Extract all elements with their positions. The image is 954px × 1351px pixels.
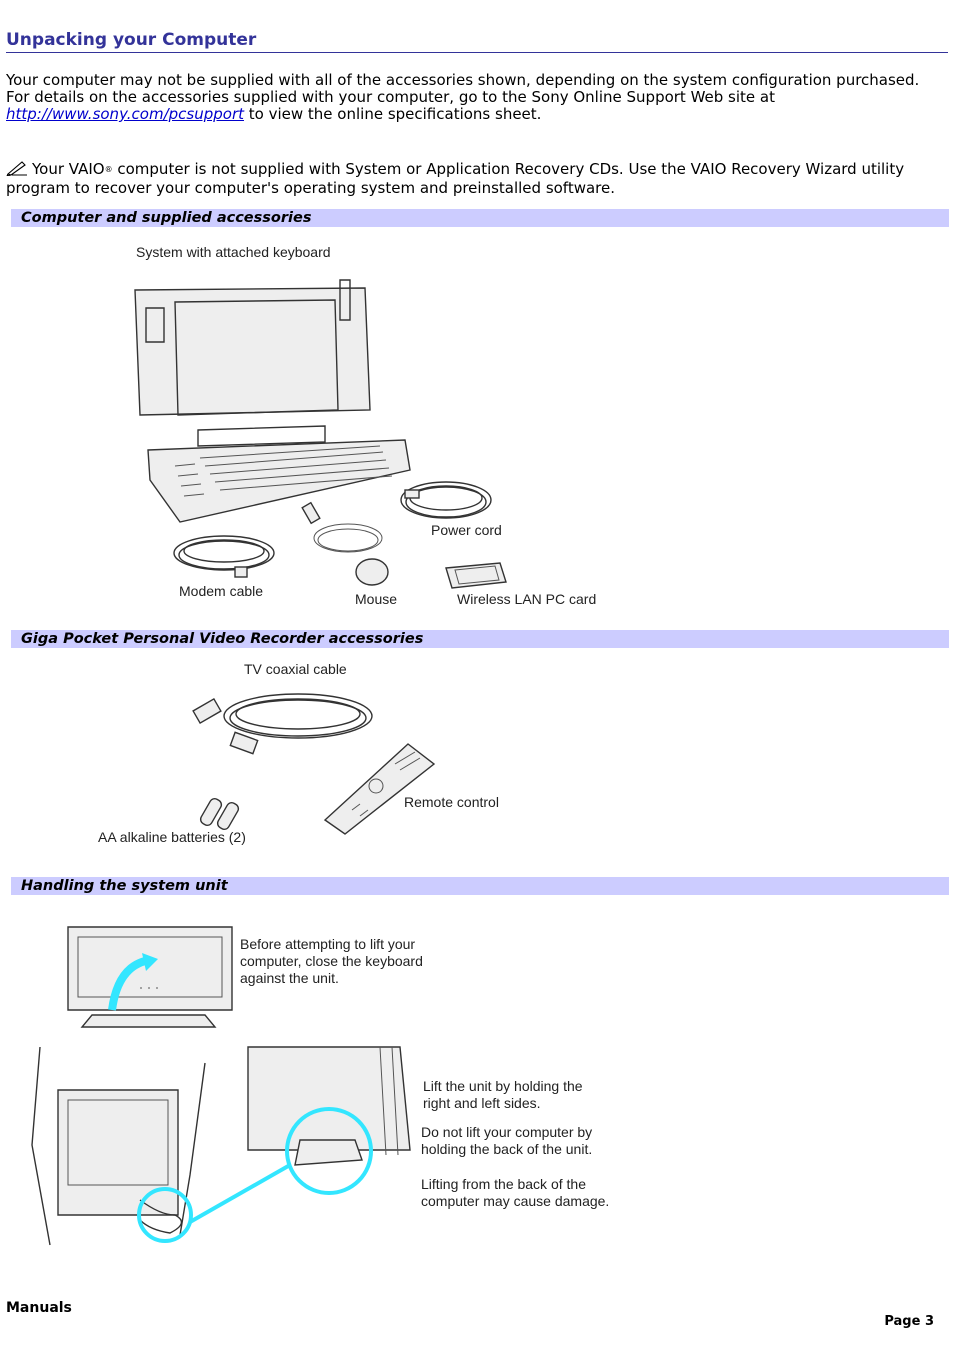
label-wlan: Wireless LAN PC card — [457, 591, 597, 607]
highlight-callout — [137, 1107, 373, 1243]
intro-text: Your computer may not be supplied with a… — [6, 71, 920, 106]
label-close-keyboard: Before attempting to lift your computer,… — [240, 936, 423, 986]
accessories-figure: System with attached keyboard Power cord… — [0, 230, 954, 620]
intro-paragraph: Your computer may not be supplied with a… — [6, 72, 946, 123]
note-text: Your VAIO — [32, 160, 105, 178]
label-batteries: AA alkaline batteries (2) — [98, 829, 246, 845]
giga-pocket-figure: TV coaxial cable Remote control AA alkal… — [0, 652, 954, 852]
batteries-illustration — [199, 798, 240, 830]
label-system: System with attached keyboard — [136, 244, 331, 260]
page-title: Unpacking your Computer — [6, 30, 948, 53]
section-header-handling: Handling the system unit — [11, 877, 949, 895]
sony-support-link[interactable]: http://www.sony.com/pcsupport — [6, 105, 244, 123]
label-tv-cable: TV coaxial cable — [244, 661, 347, 677]
mouse-illustration — [301, 501, 389, 586]
remote-illustration — [323, 743, 436, 835]
label-damage: Lifting from the back of the computer ma… — [421, 1176, 610, 1209]
label-no-back: Do not lift your computer by holding the… — [421, 1124, 593, 1157]
note-text-rest: computer is not supplied with System or … — [6, 160, 905, 197]
registered-mark: ® — [104, 165, 113, 174]
label-power-cord: Power cord — [431, 522, 502, 538]
computer-illustration — [134, 279, 411, 523]
intro-text-end: to view the online specifications sheet. — [248, 105, 542, 123]
footer-manuals: Manuals — [6, 1300, 72, 1316]
unit-side-illustration — [247, 1046, 411, 1166]
note-paragraph: Your VAIO® computer is not supplied with… — [6, 160, 946, 197]
section-header-accessories: Computer and supplied accessories — [11, 209, 949, 227]
tv-cable-illustration — [192, 693, 373, 755]
modem-cable-illustration — [173, 535, 275, 578]
wlan-card-illustration — [445, 562, 507, 589]
label-lift-sides: Lift the unit by holding the right and l… — [423, 1078, 583, 1111]
lifting-hands-illustration — [31, 1046, 206, 1246]
handling-figure: Before attempting to lift your computer,… — [0, 915, 954, 1250]
label-modem-cable: Modem cable — [179, 583, 264, 599]
closed-unit-illustration — [67, 926, 233, 1028]
pencil-note-icon — [6, 160, 28, 180]
footer-page-number: Page 3 — [884, 1314, 934, 1329]
label-mouse: Mouse — [355, 591, 398, 607]
label-remote: Remote control — [404, 794, 499, 810]
power-cord-illustration — [400, 481, 492, 519]
section-header-giga-pocket: Giga Pocket Personal Video Recorder acce… — [11, 630, 949, 648]
